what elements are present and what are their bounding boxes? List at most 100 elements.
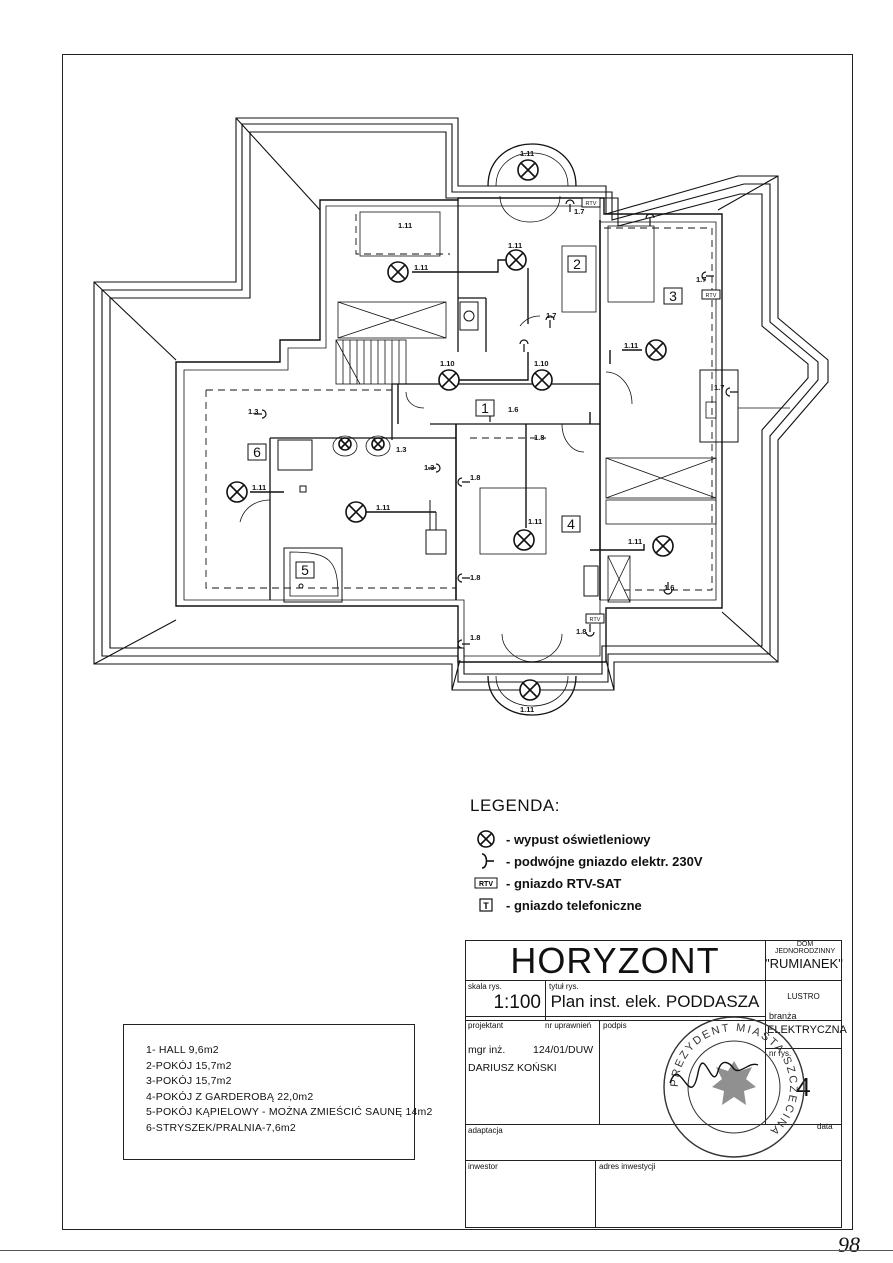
rtv-label: RTV xyxy=(706,293,717,299)
circuit-label: 1.7 xyxy=(546,311,556,320)
designer-label: projektant xyxy=(468,1021,504,1030)
circuit-label: 1.8 xyxy=(470,573,480,582)
company-name: HORYZONT xyxy=(510,940,720,981)
roof-outline-inner xyxy=(109,131,809,675)
circuit-label: 1.11 xyxy=(628,537,642,546)
attic-walls xyxy=(175,197,723,663)
circuit-label: 1.11 xyxy=(376,503,390,512)
circuit-label: 1.7 xyxy=(696,275,706,284)
legend-item-socket: - podwójne gniazdo elektr. 230V xyxy=(470,850,770,872)
circuit-label: 1.10 xyxy=(534,359,549,368)
signature-icon xyxy=(669,1061,759,1088)
investor-label: inwestor xyxy=(468,1162,498,1171)
legend-item-phone: T - gniazdo telefoniczne xyxy=(470,894,770,916)
branch-value: ELEKTRYCZNA xyxy=(767,1024,847,1036)
designer-name: DARIUSZ KOŃSKI xyxy=(468,1062,557,1074)
circuit-label: 1.11 xyxy=(528,517,542,526)
official-seal: PREZYDENT MIASTA SZCZECINA xyxy=(663,1016,805,1158)
low-headroom-zones xyxy=(337,301,717,603)
double-socket-icon xyxy=(645,213,655,226)
legend: LEGENDA: - wypust oświetleniowy - podwój… xyxy=(470,796,770,916)
light-outlet-icon xyxy=(652,535,674,557)
light-outlet-icon xyxy=(438,369,460,391)
room-tag-1: 1 xyxy=(481,400,489,416)
circuit-label: 1.3 xyxy=(248,407,258,416)
rtv-socket-icon xyxy=(701,289,721,300)
double-socket-icon xyxy=(457,477,470,487)
license-label: nr uprawnień xyxy=(545,1021,592,1030)
legend-item-label: - gniazdo RTV-SAT xyxy=(506,875,622,891)
circuit-label: 1.6 xyxy=(508,405,518,414)
drawing-title-label: tytuł rys. xyxy=(549,982,579,991)
circuit-label: 1.7 xyxy=(574,207,584,216)
legend-item-label: - podwójne gniazdo elektr. 230V xyxy=(506,853,703,869)
light-outlet-icon xyxy=(371,437,385,451)
address-label: adres inwestycji xyxy=(599,1162,656,1171)
double-socket-icon xyxy=(254,409,267,419)
circuit-label: 1.3 xyxy=(424,463,434,472)
roof-outline-outer xyxy=(93,117,829,691)
floor-plan: RTV RTV RTV 1 2 3 4 5 6 1.11 1.11 1.11 1… xyxy=(93,117,829,716)
double-socket-icon xyxy=(428,463,441,473)
circuit-label: 1.8 xyxy=(534,433,544,442)
room-list-item: 3-POKÓJ 15,7m2 xyxy=(146,1075,232,1087)
rtv-sockets xyxy=(581,197,721,624)
project-variant: LUSTRO xyxy=(787,992,820,1001)
room-tag-2: 2 xyxy=(573,256,581,272)
project-type: DOM JEDNORODZINNY xyxy=(774,941,836,955)
room-tag-6: 6 xyxy=(253,444,261,460)
project-name: "RUMIANEK" xyxy=(765,956,843,971)
light-outlet-icon xyxy=(645,339,667,361)
legend-item-label: - gniazdo telefoniczne xyxy=(506,897,642,913)
circuit-label: 1.6 xyxy=(664,583,674,592)
branch-label: branża xyxy=(769,1011,797,1021)
license-number: 124/01/DUW xyxy=(533,1044,594,1056)
light-outlet-icon xyxy=(387,261,409,283)
roof-outline-mid xyxy=(101,123,819,683)
room-list-item: 4-POKÓJ Z GARDEROBĄ 22,0m2 xyxy=(146,1090,314,1103)
light-outlet-icon xyxy=(338,437,352,451)
signature-label: podpis xyxy=(603,1021,627,1030)
bay-window-top xyxy=(487,143,577,187)
staircase xyxy=(335,339,407,385)
circuit-label: 1.10 xyxy=(440,359,455,368)
drawing-frame xyxy=(62,54,853,1230)
circuit-label: 1.8 xyxy=(576,627,586,636)
legend-title: LEGENDA: xyxy=(470,796,560,815)
light-outlet-icon xyxy=(505,249,527,271)
legend-item-label: - wypust oświetleniowy xyxy=(506,831,651,847)
light-outlet-icon xyxy=(513,529,535,551)
bay-window-bottom xyxy=(487,675,577,716)
page-number: 98 xyxy=(838,1232,860,1257)
bottom-edge-line xyxy=(0,1250,893,1251)
phone-symbol-text: T xyxy=(483,901,489,911)
room-list-item: 6-STRYSZEK/PRALNIA-7,6m2 xyxy=(146,1121,296,1134)
rtv-label: RTV xyxy=(586,201,597,207)
circuit-label: 1.3 xyxy=(396,445,406,454)
room-list-item: 1- HALL 9,6m2 xyxy=(146,1044,219,1056)
legend-item-light: - wypust oświetleniowy xyxy=(470,828,770,850)
double-socket-icon xyxy=(519,339,529,352)
light-outlet-icon xyxy=(531,369,553,391)
circuit-label: 1.11 xyxy=(520,149,534,158)
legend-item-rtv: RTV - gniazdo RTV-SAT xyxy=(470,872,770,894)
room-list: 1- HALL 9,6m2 2-POKÓJ 15,7m2 3-POKÓJ 15,… xyxy=(123,1024,432,1160)
scale-value: 1:100 xyxy=(493,992,541,1013)
double-socket-icon xyxy=(565,199,575,212)
circuit-label: 1.8 xyxy=(470,633,480,642)
double-socket-icon xyxy=(457,639,470,649)
double-socket-icon xyxy=(585,624,595,637)
circuit-label: 1.11 xyxy=(520,705,534,714)
rtv-socket-icon xyxy=(581,197,601,208)
light-outlet-icon xyxy=(519,679,541,701)
circuit-label: 1.11 xyxy=(414,263,428,272)
room-tag-4: 4 xyxy=(567,516,575,532)
rtv-symbol-text: RTV xyxy=(479,881,493,888)
light-outlets xyxy=(226,159,674,701)
double-socket-icon xyxy=(545,315,555,328)
date-label: data xyxy=(817,1122,833,1131)
light-outlet-icon xyxy=(345,501,367,523)
double-socket-icon xyxy=(663,582,673,595)
rtv-socket-icon xyxy=(585,613,605,624)
